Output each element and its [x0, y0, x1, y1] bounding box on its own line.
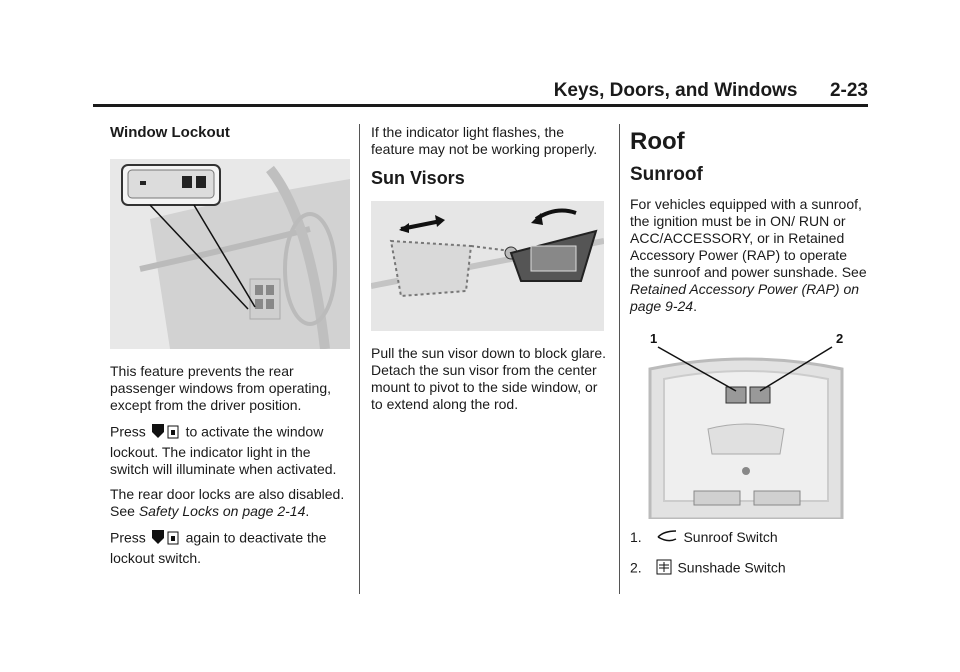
sun-visor-illustration — [371, 201, 604, 331]
paragraph-activate: Press to activate the window lockout. Th… — [110, 422, 337, 477]
window-lockout-illustration — [110, 159, 350, 349]
window-lockout-icon — [150, 528, 182, 550]
sunroof-icon — [656, 529, 678, 547]
section-heading-sun-visors: Sun Visors — [371, 168, 465, 188]
section-heading-roof: Roof — [630, 128, 685, 155]
header-rule — [93, 104, 868, 107]
callout-1: 1 — [650, 331, 657, 346]
column-sun-visors: If the indicator light flashes, the feat… — [371, 124, 611, 421]
section-heading-window-lockout: Window Lockout — [110, 124, 230, 141]
paragraph-deactivate: Press again to deactivate the lockout sw… — [110, 528, 327, 566]
column-divider — [359, 124, 360, 594]
sunshade-icon — [656, 559, 672, 579]
paragraph-rear-door-locks: The rear door locks are also disabled. S… — [110, 486, 345, 519]
window-lockout-icon — [150, 422, 182, 444]
section-heading-sunroof: Sunroof — [630, 164, 703, 185]
paragraph-lockout-desc: This feature prevents the rear passenger… — [110, 363, 332, 413]
column-roof: Roof Sunroof For vehicles equipped with … — [630, 124, 870, 587]
paragraph-indicator-flash: If the indicator light flashes, the feat… — [371, 124, 598, 157]
callout-2: 2 — [836, 331, 843, 346]
list-item-sunshade-switch: 2. Sunshade Switch — [630, 559, 870, 579]
page-header: Keys, Doors, and Windows 2-23 — [554, 80, 868, 102]
sunroof-switch-illustration: 1 2 — [640, 331, 852, 519]
paragraph-sunroof-desc: For vehicles equipped with a sunroof, th… — [630, 196, 867, 314]
page-number: 2-23 — [829, 80, 868, 101]
link-retained-accessory-power[interactable]: Retained Accessory Power (RAP) on page 9… — [630, 281, 860, 314]
link-safety-locks[interactable]: Safety Locks on page 2-14 — [138, 503, 306, 519]
list-item-sunroof-switch: 1. Sunroof Switch — [630, 529, 870, 547]
column-divider — [619, 124, 620, 594]
paragraph-sun-visor-desc: Pull the sun visor down to block glare. … — [371, 345, 607, 412]
column-window-lockout: Window Lockout This feature prevents the… — [110, 124, 350, 575]
header-title: Keys, Doors, and Windows — [553, 80, 798, 101]
